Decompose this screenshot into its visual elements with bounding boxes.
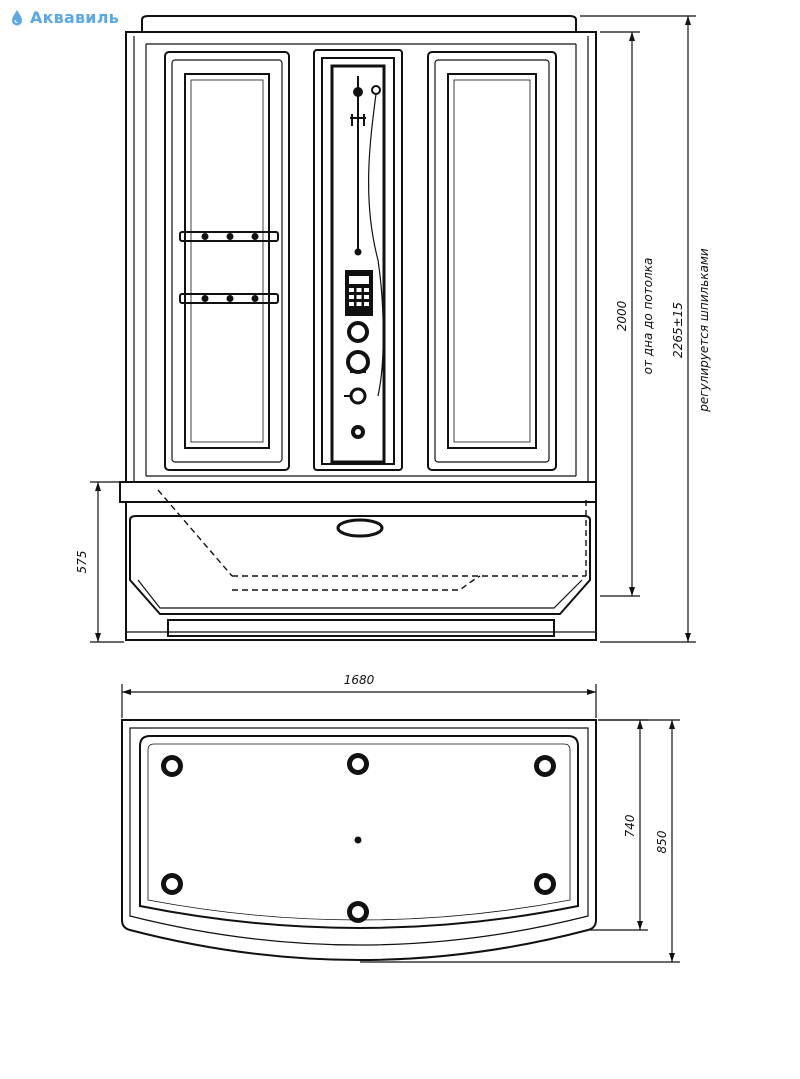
floor-to-ceiling-note: от дна до потолка (641, 258, 655, 375)
dimension-depth-inner: 740 (590, 719, 648, 931)
brand-logo[interactable]: Аквавиль (8, 8, 119, 27)
bathtub (119, 481, 597, 641)
width-label: 1680 (344, 673, 375, 687)
brand-name: Аквавиль (30, 8, 119, 27)
jet-nozzle-icon (347, 901, 369, 923)
water-drop-icon (12, 9, 22, 25)
shelf (179, 231, 279, 242)
front-view: 575 2000 от дна до потолка 2265±15 (75, 15, 711, 643)
cabin-frame (125, 31, 597, 483)
depth-outer-label: 850 (655, 830, 669, 853)
mixer-knob (346, 350, 370, 374)
dimension-tub-height: 575 (75, 481, 124, 643)
tub-basin (139, 735, 579, 929)
jet-nozzle-icon (161, 873, 183, 895)
top-view: 1680 (121, 673, 680, 963)
shower-head-icon (350, 85, 384, 397)
dimension-floor-to-ceiling: 2000 от дна до потолка (600, 31, 655, 597)
diverter-knob (349, 387, 367, 405)
left-door-panel (164, 51, 290, 471)
control-column (313, 49, 403, 471)
overflow-drain-icon (336, 518, 384, 538)
jet-nozzle-icon (161, 755, 183, 777)
dimension-depth-outer: 850 (360, 719, 680, 963)
jet-nozzle-icon (534, 755, 556, 777)
dimension-width: 1680 (121, 673, 597, 718)
dimension-total-height: 2265±15 регулируется шпильками (580, 15, 711, 643)
shelf (179, 293, 279, 304)
jet-nozzle-icon (534, 873, 556, 895)
total-height-note: регулируется шпильками (697, 248, 711, 413)
cabin-roof (141, 15, 577, 32)
tub-height-label: 575 (75, 551, 89, 574)
jet-nozzle-icon (347, 753, 369, 775)
right-door-panel (427, 51, 557, 471)
selector-knob (347, 321, 369, 343)
drain-icon (354, 836, 362, 844)
keypad-icon (345, 270, 373, 316)
floor-to-ceiling-label: 2000 (615, 300, 629, 331)
tub-outline (121, 719, 597, 961)
depth-inner-label: 740 (623, 814, 637, 837)
total-height-label: 2265±15 (671, 302, 685, 358)
